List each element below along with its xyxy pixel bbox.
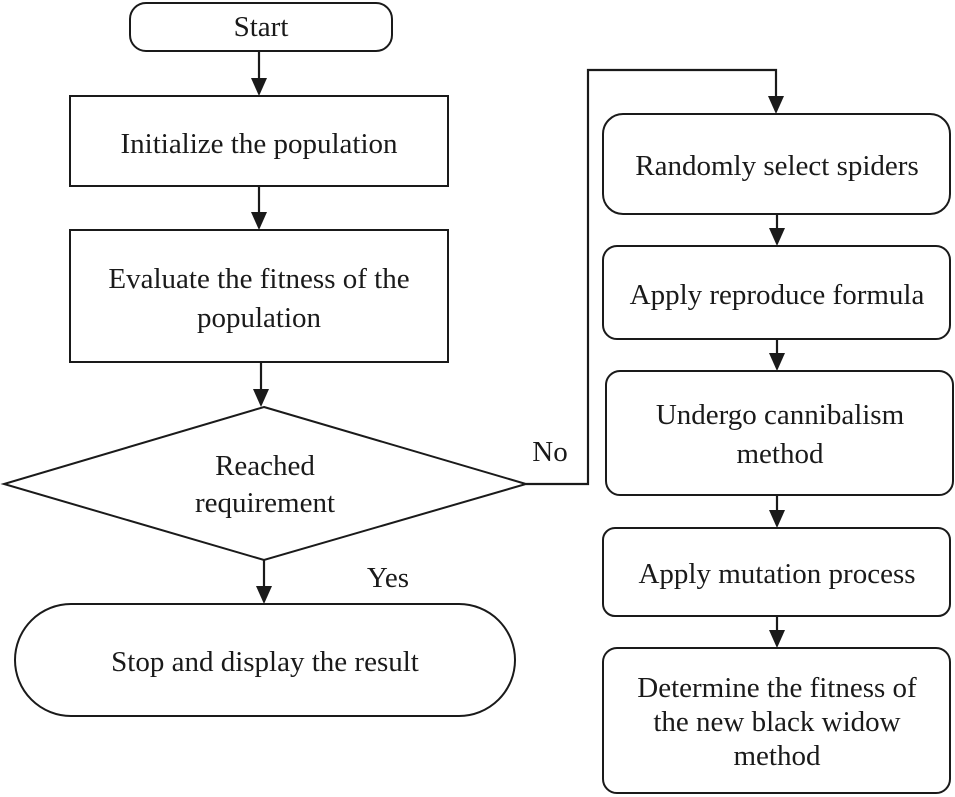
edge-cannibal-mutation: [769, 495, 785, 528]
edge-init-evaluate: [251, 186, 267, 230]
stop-node: [14, 603, 516, 717]
edge-start-init: [251, 51, 267, 96]
evaluate-label-line1: Evaluate the fitness of the: [108, 263, 409, 295]
edge-select-reproduce: [769, 214, 785, 246]
cannibal-label-line2: method: [737, 438, 824, 470]
yes-label: Yes: [367, 562, 409, 594]
decision-label-line2: requirement: [195, 487, 335, 519]
determine-label-line3: method: [734, 740, 821, 772]
stop-label: Stop and display the result: [111, 646, 419, 678]
no-label: No: [532, 436, 567, 468]
reproduce-label: Apply reproduce formula: [630, 279, 925, 311]
evaluate-node: [69, 229, 449, 363]
start-node: [129, 2, 393, 52]
mutation-label: Apply mutation process: [638, 558, 915, 590]
decision-node: [0, 405, 530, 562]
edge-mutation-determine: [769, 616, 785, 648]
edge-decision-stop: [256, 560, 272, 604]
decision-label-line1: Reached: [215, 450, 315, 482]
start-label: Start: [234, 11, 289, 43]
select-label: Randomly select spiders: [635, 150, 919, 182]
edge-decision-no-select: [526, 68, 784, 486]
determine-label-line1: Determine the fitness of: [637, 672, 917, 704]
edge-reproduce-cannibal: [769, 339, 785, 371]
determine-label-line2: the new black widow: [653, 706, 900, 738]
init-label: Initialize the population: [120, 128, 398, 160]
init-node: [69, 95, 449, 187]
cannibal-node: [605, 370, 954, 496]
edge-evaluate-decision: [253, 362, 269, 407]
evaluate-label-line2: population: [197, 302, 322, 334]
cannibal-label-line1: Undergo cannibalism: [656, 399, 905, 431]
determine-node: [602, 647, 951, 794]
